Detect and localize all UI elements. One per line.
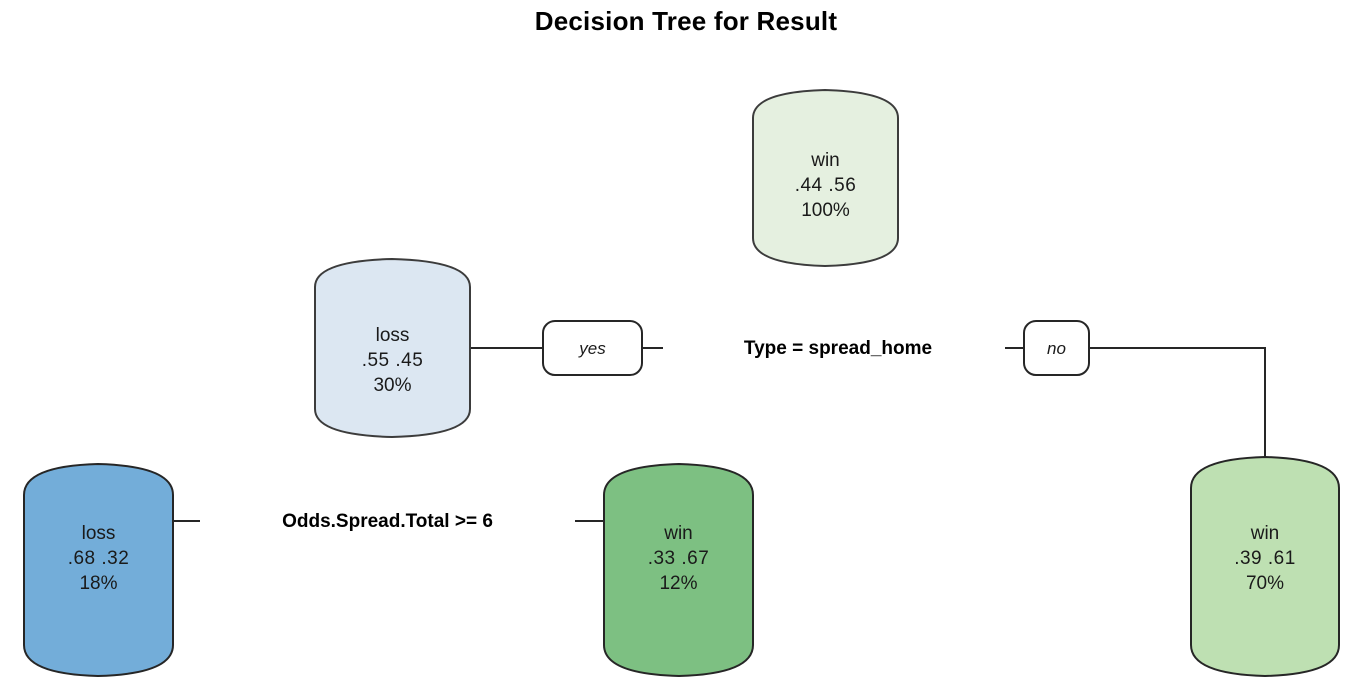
connector-no-to-leaf xyxy=(1089,347,1266,457)
node-root-shape xyxy=(752,88,899,268)
branch-box-yes xyxy=(542,320,643,376)
branch-label-yes: yes xyxy=(579,339,606,358)
split-label-type: Type = spread_home xyxy=(743,338,933,359)
leaf-win-light-shape xyxy=(1190,455,1340,678)
page-title: Decision Tree for Result xyxy=(534,6,838,36)
branch-box-no xyxy=(1023,320,1090,376)
connector-lines xyxy=(173,347,1266,522)
leaf-loss-shape xyxy=(23,462,174,678)
leaf-win-mid-shape xyxy=(603,462,754,678)
node-yes-shape xyxy=(314,257,471,439)
split-label-odds: Odds.Spread.Total >= 6 xyxy=(282,511,493,532)
branch-label-no: no xyxy=(1047,339,1066,358)
